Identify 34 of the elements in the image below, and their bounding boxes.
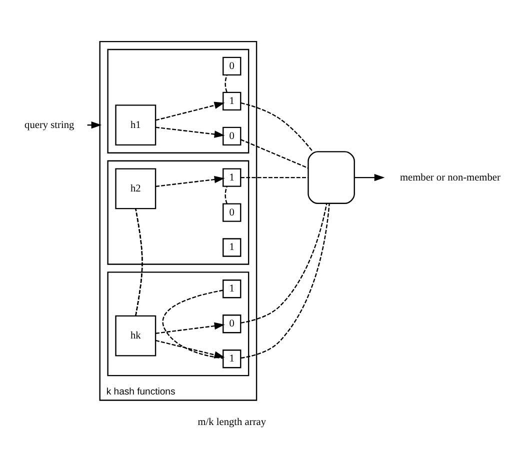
node-box: 1 — [222, 238, 242, 256]
node-box: 1 — [222, 91, 242, 110]
arrow — [156, 126, 225, 138]
node-box: hk — [115, 314, 156, 356]
connector — [162, 289, 224, 358]
node-box: 0 — [222, 314, 242, 333]
node-box: 1 — [222, 349, 242, 368]
arrow — [155, 339, 225, 358]
cluster — [107, 48, 250, 153]
connector — [135, 208, 143, 316]
node-text: member or non-member — [400, 172, 500, 183]
node-box: 0 — [222, 126, 242, 146]
node-box: 1 — [222, 279, 242, 298]
node-box: 1 — [222, 168, 242, 186]
connector — [240, 202, 328, 323]
node-gate — [308, 150, 355, 204]
connector — [224, 186, 228, 204]
arrow — [156, 322, 225, 334]
arrow — [354, 173, 385, 181]
node-box: 0 — [222, 56, 242, 76]
cluster — [107, 160, 250, 264]
connector — [240, 102, 314, 152]
connector — [240, 176, 308, 178]
connector — [240, 202, 330, 358]
label: m/k length array — [198, 416, 266, 428]
node-box: h1 — [115, 104, 156, 146]
node-text: query string — [24, 119, 74, 130]
cluster — [107, 271, 250, 376]
arrow — [155, 101, 225, 120]
connector — [240, 138, 308, 168]
node-box: h2 — [115, 168, 156, 209]
connector — [224, 74, 228, 92]
arrow — [156, 175, 225, 187]
node-box: 0 — [222, 202, 242, 222]
